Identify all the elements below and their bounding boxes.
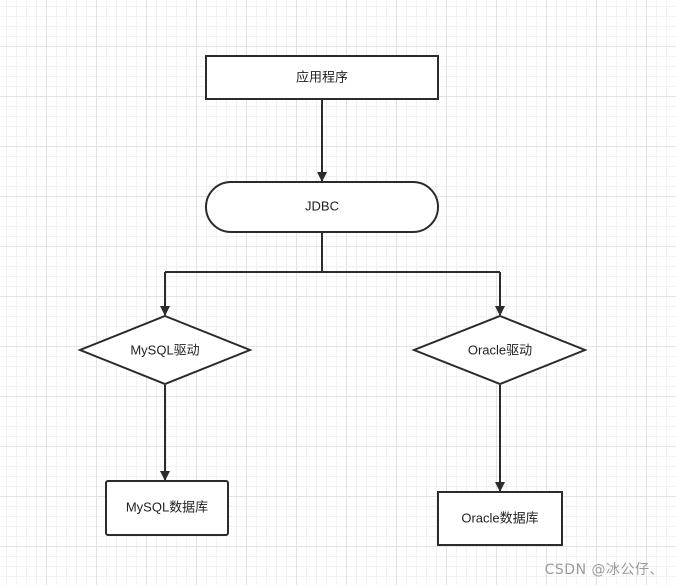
node-app-label: 应用程序 <box>296 69 348 84</box>
node-mysql-driver-shape <box>77 314 253 386</box>
watermark-text: CSDN @冰公仔、 <box>544 562 664 578</box>
node-mysql-db-shape <box>105 480 229 536</box>
node-oracle-db[interactable]: Oracle数据库 <box>437 491 563 546</box>
node-jdbc-label: JDBC <box>305 198 339 213</box>
node-oracle-driver-shape <box>411 314 588 386</box>
node-app[interactable]: 应用程序 <box>205 55 439 100</box>
node-app-shape <box>205 55 439 100</box>
connectors <box>160 99 505 492</box>
node-mysql-db[interactable]: MySQL数据库 <box>105 480 229 536</box>
node-oracle-db-label: Oracle数据库 <box>461 510 538 525</box>
node-mysql-db-label: MySQL数据库 <box>126 499 208 514</box>
node-oracle-driver-label: Oracle驱动 <box>468 342 532 357</box>
node-oracle-driver[interactable]: Oracle驱动 <box>411 314 588 386</box>
node-oracle-db-shape <box>437 491 563 546</box>
node-jdbc[interactable]: JDBC <box>205 181 439 233</box>
node-jdbc-shape <box>205 181 439 233</box>
node-mysql-driver-label: MySQL驱动 <box>130 342 199 357</box>
node-mysql-driver[interactable]: MySQL驱动 <box>77 314 253 386</box>
